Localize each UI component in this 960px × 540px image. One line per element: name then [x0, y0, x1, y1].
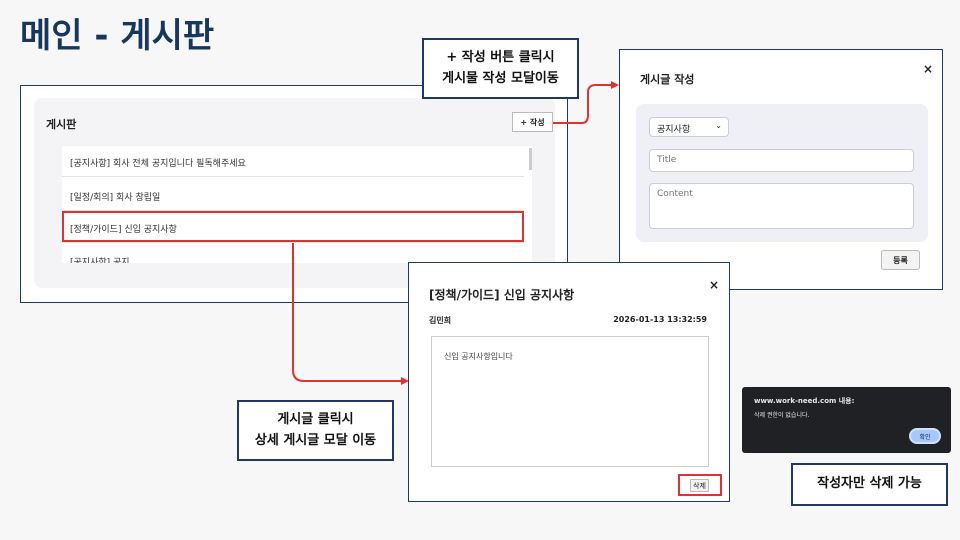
arrow-to-detail-modal [292, 243, 401, 382]
detail-modal-title: [정책/가이드] 신입 공지사항 [429, 288, 575, 302]
board-screen: 게시판 + 작성 [공지사항] 회사 전체 공지입니다 필독해주세요 [일정/회… [20, 85, 568, 303]
callout-delete: 작성자만 삭제 가능 [791, 463, 948, 506]
chevron-down-icon: ⌄ [715, 121, 722, 130]
delete-button[interactable]: 삭제 [690, 479, 709, 492]
callout-line: 상세 게시글 모달 이동 [254, 432, 377, 448]
alert-origin: www.work-need.com 내용: [754, 397, 855, 405]
callout-line: + 작성 버튼 클릭시 [446, 49, 555, 65]
board-panel: 게시판 + 작성 [공지사항] 회사 전체 공지입니다 필독해주세요 [일정/회… [34, 98, 555, 288]
callout-line: 게시물 작성 모달이동 [442, 70, 559, 86]
submit-button[interactable]: 등록 [881, 250, 920, 270]
scrollbar[interactable] [529, 148, 532, 170]
author: 김민희 [429, 316, 452, 325]
post-datetime: 2026-01-13 13:32:59 [613, 315, 707, 324]
board-list: [공지사항] 회사 전체 공지입니다 필독해주세요 [일정/회의] 회사 창립일… [62, 146, 532, 263]
alert-ok-button[interactable]: 확인 [909, 428, 941, 444]
close-icon[interactable]: × [709, 278, 720, 292]
post-content: 신입 공지사항입니다 [431, 336, 709, 467]
content-textarea[interactable]: Content [649, 183, 914, 229]
title-input[interactable]: Title [649, 149, 914, 172]
detail-modal: [정책/가이드] 신입 공지사항 × 김민희 2026-01-13 13:32:… [408, 262, 730, 502]
list-item[interactable]: [공지사항] 회사 전체 공지입니다 필독해주세요 [62, 146, 524, 177]
delete-highlight [678, 474, 722, 496]
callout-line: 게시글 클릭시 [277, 411, 354, 427]
board-heading: 게시판 [46, 118, 77, 131]
page-title: 메인 - 게시판 [20, 16, 215, 56]
write-modal: 게시글 작성 × 공지사항 ⌄ Title Content 등록 [619, 49, 943, 290]
category-value: 공지사항 [657, 125, 691, 135]
write-modal-title: 게시글 작성 [640, 73, 695, 86]
alert-message: 삭제 권한이 없습니다. [754, 412, 810, 419]
category-select[interactable]: 공지사항 ⌄ [649, 117, 729, 137]
list-item[interactable]: [정책/가이드] 신입 공지사항 [62, 212, 524, 243]
write-button[interactable]: + 작성 [512, 112, 553, 132]
write-form: 공지사항 ⌄ Title Content [636, 104, 928, 242]
alert-dialog: www.work-need.com 내용: 삭제 권한이 없습니다. 확인 [742, 387, 951, 453]
list-item[interactable]: [일정/회의] 회사 창립일 [62, 180, 524, 211]
selected-item-highlight [62, 211, 524, 242]
close-icon[interactable]: × [923, 62, 934, 76]
arrow-to-write-modal [553, 84, 612, 124]
